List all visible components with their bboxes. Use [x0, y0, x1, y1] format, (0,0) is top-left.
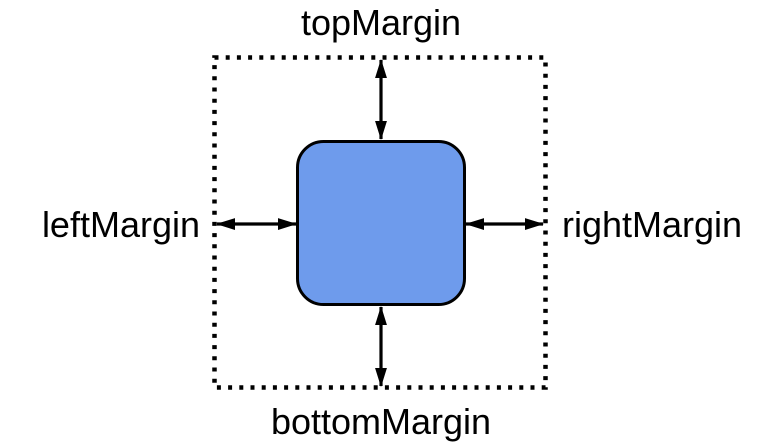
top-margin-label: topMargin [301, 2, 461, 43]
bottom-margin-label: bottomMargin [271, 401, 491, 442]
left-margin-label: leftMargin [42, 204, 200, 245]
margin-boundary [212, 55, 548, 390]
right-margin-label: rightMargin [562, 204, 742, 245]
content-rect [296, 140, 466, 306]
